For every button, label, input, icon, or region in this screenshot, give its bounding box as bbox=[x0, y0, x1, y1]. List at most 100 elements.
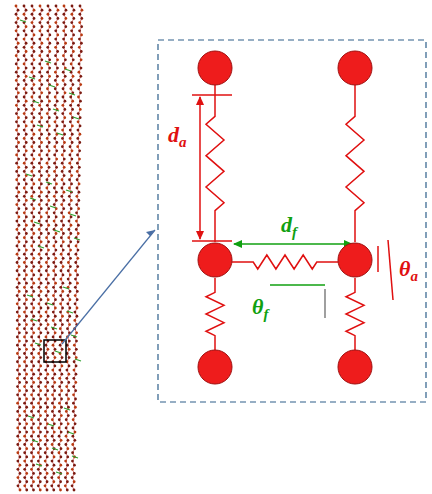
atom bbox=[23, 286, 26, 289]
atom bbox=[25, 166, 28, 169]
atom bbox=[32, 108, 35, 111]
atom bbox=[25, 125, 28, 128]
atom bbox=[48, 42, 51, 45]
atom bbox=[18, 249, 21, 252]
atom bbox=[40, 108, 43, 111]
atom bbox=[66, 302, 69, 305]
atom bbox=[18, 356, 21, 359]
atom bbox=[65, 402, 68, 405]
atom bbox=[39, 21, 42, 24]
atom bbox=[72, 402, 75, 405]
atom bbox=[76, 257, 79, 260]
atom bbox=[39, 422, 42, 425]
atom bbox=[60, 269, 63, 272]
atom bbox=[45, 236, 48, 239]
atom bbox=[32, 224, 35, 227]
atom bbox=[17, 83, 20, 86]
atom bbox=[16, 418, 19, 421]
atom bbox=[15, 170, 18, 173]
atom bbox=[61, 129, 64, 132]
atom bbox=[15, 154, 18, 157]
atom bbox=[73, 369, 76, 372]
atom bbox=[76, 178, 79, 181]
atom bbox=[75, 331, 78, 334]
atom bbox=[70, 54, 73, 57]
atom bbox=[17, 207, 20, 210]
atom bbox=[54, 290, 57, 293]
atom bbox=[54, 273, 57, 276]
atom bbox=[40, 75, 43, 78]
atom bbox=[76, 137, 79, 140]
atom bbox=[17, 133, 20, 136]
atom bbox=[67, 236, 70, 239]
atom bbox=[48, 116, 51, 119]
atom bbox=[18, 422, 21, 425]
atom bbox=[45, 245, 48, 248]
atom bbox=[53, 187, 56, 190]
atom bbox=[16, 402, 19, 405]
atom bbox=[30, 435, 33, 438]
atom bbox=[46, 389, 49, 392]
atom bbox=[33, 9, 36, 12]
atom bbox=[67, 245, 70, 248]
atom bbox=[60, 253, 63, 256]
atom bbox=[67, 389, 70, 392]
atom bbox=[18, 273, 21, 276]
atom bbox=[61, 112, 64, 115]
atom bbox=[39, 5, 42, 8]
atom bbox=[48, 125, 51, 128]
atom bbox=[63, 116, 66, 119]
atom bbox=[52, 253, 55, 256]
atom bbox=[58, 393, 61, 396]
atom bbox=[16, 311, 19, 314]
atom bbox=[30, 187, 33, 190]
atom bbox=[63, 125, 66, 128]
atom bbox=[53, 381, 56, 384]
atom bbox=[47, 331, 50, 334]
atom bbox=[15, 162, 18, 165]
atom bbox=[57, 9, 60, 12]
atom bbox=[23, 418, 26, 421]
atom bbox=[64, 50, 67, 53]
atom bbox=[32, 340, 35, 343]
atom bbox=[78, 133, 81, 136]
atom bbox=[75, 315, 78, 318]
atom bbox=[38, 261, 41, 264]
atom bbox=[15, 220, 18, 223]
atom bbox=[46, 87, 49, 90]
atom bbox=[58, 435, 61, 438]
atom bbox=[52, 261, 55, 264]
atom bbox=[37, 385, 40, 388]
atom bbox=[65, 9, 68, 12]
atom bbox=[67, 269, 70, 272]
atom bbox=[54, 63, 57, 66]
atom bbox=[38, 253, 41, 256]
atom bbox=[40, 282, 43, 285]
atom bbox=[32, 331, 35, 334]
atom bbox=[77, 199, 80, 202]
atom bbox=[51, 385, 54, 388]
atom bbox=[25, 108, 28, 111]
atom bbox=[18, 348, 21, 351]
atom bbox=[30, 236, 33, 239]
atom bbox=[16, 327, 19, 330]
atom bbox=[67, 406, 70, 409]
atom bbox=[55, 216, 58, 219]
atom bbox=[66, 327, 69, 330]
atom bbox=[23, 79, 26, 82]
atom bbox=[59, 294, 62, 297]
atom bbox=[23, 269, 26, 272]
atom bbox=[66, 319, 69, 322]
atom bbox=[80, 34, 83, 37]
atom bbox=[81, 9, 84, 12]
atom bbox=[16, 278, 19, 281]
atom bbox=[74, 286, 77, 289]
atom bbox=[77, 216, 80, 219]
atom bbox=[33, 75, 36, 78]
atom bbox=[32, 257, 35, 260]
atom bbox=[77, 87, 80, 90]
atom bbox=[44, 385, 47, 388]
atom bbox=[32, 125, 35, 128]
atom bbox=[72, 75, 75, 78]
atom bbox=[78, 21, 81, 24]
